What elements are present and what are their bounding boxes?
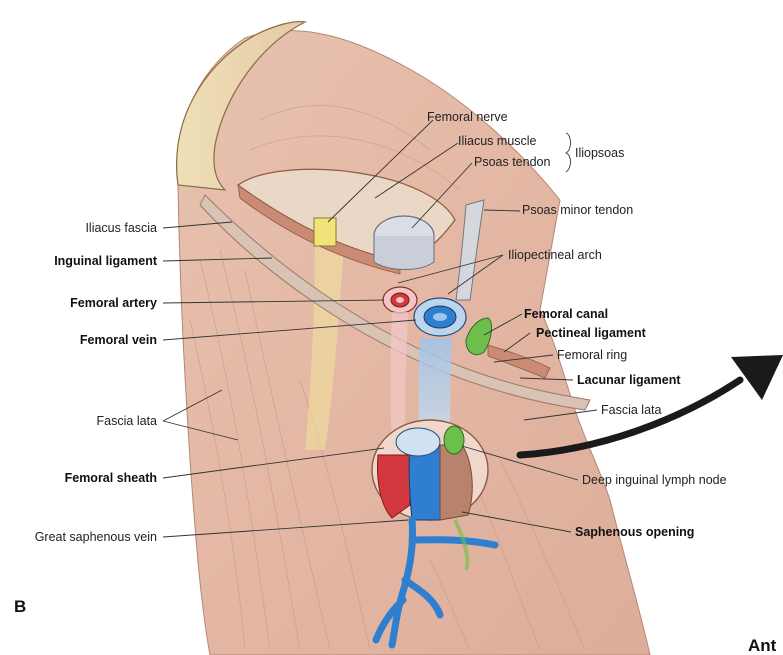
label-femoral-artery: Femoral artery (70, 296, 157, 310)
label-deep-inguinal-lymph-node: Deep inguinal lymph node (582, 473, 727, 487)
label-lacunar-ligament: Lacunar ligament (577, 373, 681, 387)
label-fascia-lata-left: Fascia lata (97, 414, 157, 428)
label-psoas-minor-tendon: Psoas minor tendon (522, 203, 633, 217)
label-iliacus-fascia: Iliacus fascia (85, 221, 157, 235)
femoral-nerve (314, 218, 336, 246)
femoral-artery (383, 287, 417, 313)
label-saphenous-opening: Saphenous opening (575, 525, 694, 539)
femoral-vein (414, 298, 466, 336)
label-femoral-nerve: Femoral nerve (427, 110, 508, 124)
label-pectineal-ligament: Pectineal ligament (536, 326, 647, 340)
label-iliopectineal-arch: Iliopectineal arch (508, 248, 602, 262)
label-fascia-lata-right: Fascia lata (601, 403, 661, 417)
label-great-saphenous-vein: Great saphenous vein (35, 530, 157, 544)
label-psoas-tendon: Psoas tendon (474, 155, 550, 169)
label-femoral-vein: Femoral vein (80, 333, 157, 347)
psoas-column (374, 236, 434, 270)
label-iliacus-muscle: Iliacus muscle (458, 134, 537, 148)
label-inguinal-ligament: Inguinal ligament (54, 254, 158, 268)
label-femoral-canal: Femoral canal (524, 307, 608, 321)
label-femoral-sheath: Femoral sheath (65, 471, 157, 485)
label-iliopsoas: Iliopsoas (575, 146, 624, 160)
label-femoral-ring: Femoral ring (557, 348, 627, 362)
panel-letter: B (14, 597, 26, 616)
corner-text: Ant (748, 636, 777, 655)
saphenous-opening (372, 420, 488, 520)
